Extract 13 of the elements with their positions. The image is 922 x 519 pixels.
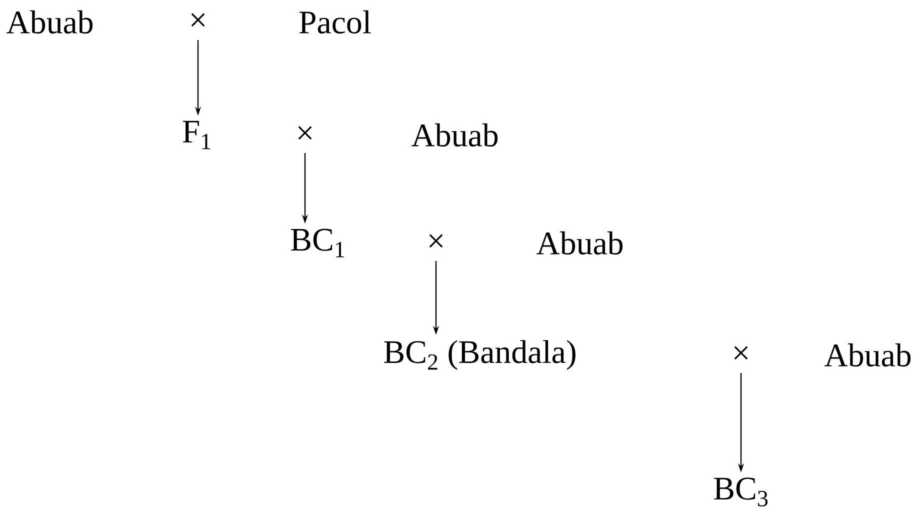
generation-label: Abuab	[412, 123, 498, 147]
generation-label: F$_{1}$	[182, 120, 210, 150]
generation-label: Abuab	[6, 10, 93, 34]
cross-symbol: ×	[429, 234, 443, 248]
generation-label: Abuab	[824, 343, 911, 367]
cross-symbol: ×	[298, 126, 312, 140]
generation-label: Abuab	[536, 231, 623, 255]
generation-label: BC$_{1}$	[291, 228, 344, 258]
cross-symbol: ×	[191, 13, 205, 27]
cross-symbol: ×	[734, 346, 748, 360]
generation-label: BC$_{3}$	[714, 478, 768, 506]
generation-label: BC$_{2}$ (Bandala)	[384, 340, 576, 370]
generation-label: Pacol	[299, 10, 371, 34]
